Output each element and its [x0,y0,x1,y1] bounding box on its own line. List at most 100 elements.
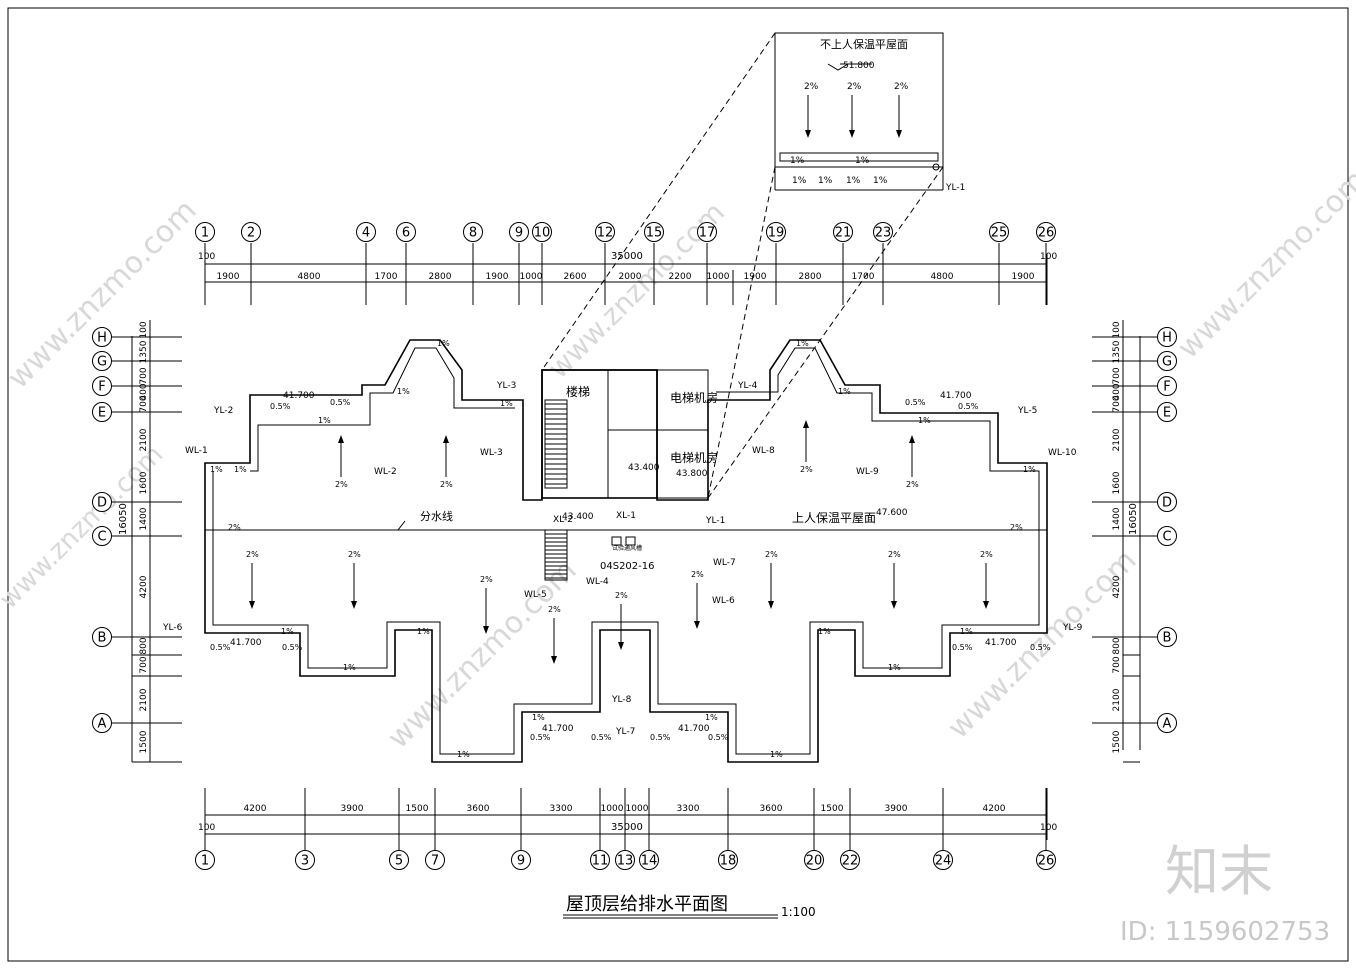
scale-text: 1:100 [781,905,816,919]
elevator-room-label-2: 电梯机房 [670,450,718,465]
dim-label: 4200 [983,804,1006,814]
pipe-label: XL-2 [553,515,573,525]
dim-label: 400 [139,383,149,400]
axis-label: 11 [592,854,609,869]
slope-label: 1% [838,387,851,396]
dim-label: 700 [139,367,149,384]
slope-label: 2% [800,465,813,474]
slope-arrow [551,656,557,664]
elevation-label: 41.700 [542,724,574,734]
axis-bubble-top: 9 [509,222,529,242]
axis-bubble-bottom: 9 [511,850,531,870]
slope-label: 1% [417,627,430,636]
axis-label: B [1163,631,1172,646]
axis-label: 14 [641,854,658,869]
pipe-label: YL-8 [611,695,632,705]
axis-label: E [98,406,106,421]
dim-label: 700 [1112,395,1122,412]
axis-label: E [1163,406,1171,421]
dim-label: 1900 [1012,272,1035,282]
axis-bubble-top: 19 [766,222,786,242]
dim-label: 1000 [707,272,730,282]
axis-bubble-left: C [92,526,112,546]
divide-label: 分水线 [420,509,453,523]
axis-bubble-top: 6 [396,222,416,242]
axis-label: A [98,717,107,732]
axis-bubble-left: D [92,492,112,512]
slope-label: 0.5% [330,398,351,407]
pipe-label: XL-1 [616,511,636,521]
axis-label: 12 [597,226,614,241]
dim-label: 1700 [375,272,398,282]
slope-label: 1% [770,750,783,759]
slope-label: 1% [532,713,545,722]
dim-label: 700 [1112,367,1122,384]
axis-bubble-bottom: 14 [639,850,659,870]
axis-label: C [97,530,106,545]
detail-elevation: 51.800 [843,61,875,71]
dim-label: 3600 [467,804,490,814]
elevator-room-label-1: 电梯机房 [670,390,718,405]
axis-bubble-top: 26 [1036,222,1056,242]
edge-dim-bottom-right: 100 [1040,823,1057,833]
slope-arrow [909,435,915,443]
axis-label: C [1162,530,1171,545]
dim-label: 1600 [1112,471,1122,494]
dim-label: 1900 [217,272,240,282]
edge-dim-top-right: 100 [1040,252,1057,262]
slope-label: 0.5% [650,733,671,742]
axis-label: 24 [935,854,952,869]
elevation-label: 41.700 [678,724,710,734]
axis-label: 5 [395,854,403,869]
core-area: 楼梯 电梯机房 电梯机房 上人保温平屋面 04S202-16 试验通风槽 [541,369,876,581]
slope-arrow [803,420,809,428]
slope-label: 0.5% [270,402,291,411]
axis-bubble-top: 23 [873,222,893,242]
axis-bubble-bottom: 18 [718,850,738,870]
axis-bubble-bottom: 1 [195,850,215,870]
pipe-label: WL-9 [856,467,879,477]
elevation-label: 43.400 [628,463,660,473]
axis-bubble-top: 21 [833,222,853,242]
axis-bubble-right: E [1157,402,1177,422]
axis-label: 3 [301,854,309,869]
slope-label: 0.5% [905,398,926,407]
pipe-label: WL-3 [480,448,503,458]
pipe-label: YL-3 [496,381,516,391]
drawing-title: 屋顶层给排水平面图 1:100 [563,894,816,919]
slope-label: 1% [818,176,833,186]
axis-label: 17 [699,226,716,241]
axis-bubble-right: F [1157,376,1177,396]
dim-label: 700 [1112,656,1122,673]
elevation-marks: 41.700 41.700 41.700 41.700 41.700 41.70… [230,391,1017,734]
slope-arrow [768,601,774,609]
dim-label: 1900 [744,272,767,282]
slope-label: 2% [894,82,909,92]
axis-label: F [1163,380,1170,395]
pipe-label: YL-6 [162,623,183,633]
elevation-label: 41.700 [940,391,972,401]
elevation-label: 43.400 [562,512,594,522]
axis-bubble-top: 4 [356,222,376,242]
dim-label: 2100 [1112,428,1122,451]
dim-label: 800 [139,637,149,654]
detail-title: 不上人保温平屋面 [820,37,908,51]
detail-inset: 不上人保温平屋面 51.800 2% 2% 2% 1% 1% 1% 1% 1% … [541,32,965,499]
dim-label: 1400 [1112,507,1122,530]
dim-label: 1900 [486,272,509,282]
axis-bubble-right: C [1157,526,1177,546]
slope-label: 1% [281,627,294,636]
slope-arrow [338,435,344,443]
dim-label: 1350 [139,340,149,363]
axis-label: 23 [875,226,892,241]
pipe-label: YL-4 [737,381,758,391]
slope-label: 1% [790,156,805,166]
axis-bubble-bottom: 24 [933,850,953,870]
elevation-label: 41.700 [283,391,315,401]
dim-label: 1500 [821,804,844,814]
axis-bubble-top: 10 [532,222,552,242]
dim-label: 100 [1112,321,1122,338]
left-total-dim: 16050 [118,503,129,535]
